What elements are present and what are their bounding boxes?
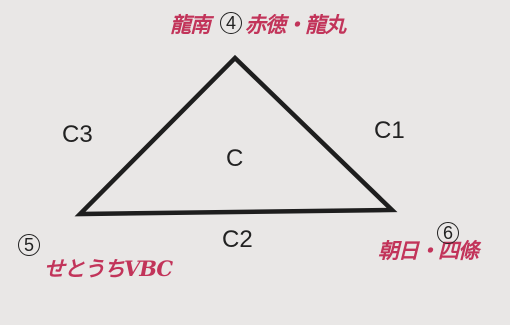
bottom-left-vertex-number: 5 <box>18 234 40 256</box>
side-label-c1: C1 <box>374 117 405 144</box>
side-label-c2: C2 <box>222 226 253 253</box>
top-vertex-number: 4 <box>220 12 242 34</box>
bottom-right-team: 朝日・四條 <box>378 238 479 263</box>
center-label-c: C <box>226 145 244 172</box>
side-label-c3: C3 <box>62 121 93 148</box>
bottom-left-team: せとうちVBC <box>44 256 173 281</box>
top-team-right: 赤徳・龍丸 <box>245 12 346 37</box>
bottom-right-vertex-number: 6 <box>437 222 459 244</box>
triangle-shape <box>74 54 398 217</box>
top-team-left: 龍南 <box>170 12 211 37</box>
